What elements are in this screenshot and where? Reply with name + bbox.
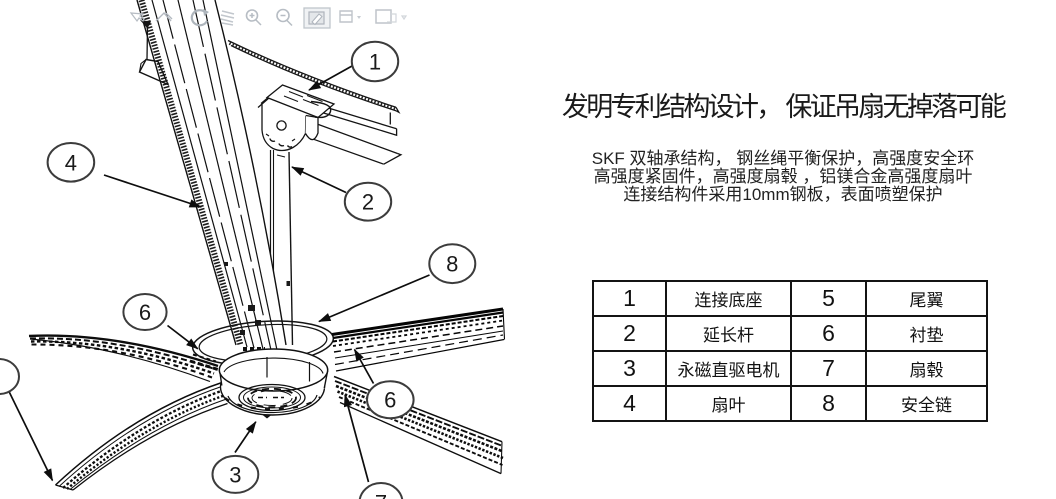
svg-text:4: 4 xyxy=(65,150,77,175)
svg-text:3: 3 xyxy=(229,462,241,487)
svg-text:8: 8 xyxy=(446,252,458,277)
svg-text:7: 7 xyxy=(375,491,387,499)
svg-text:6: 6 xyxy=(139,300,151,325)
svg-text:1: 1 xyxy=(369,50,381,75)
svg-text:2: 2 xyxy=(362,190,374,215)
svg-text:6: 6 xyxy=(384,388,396,413)
